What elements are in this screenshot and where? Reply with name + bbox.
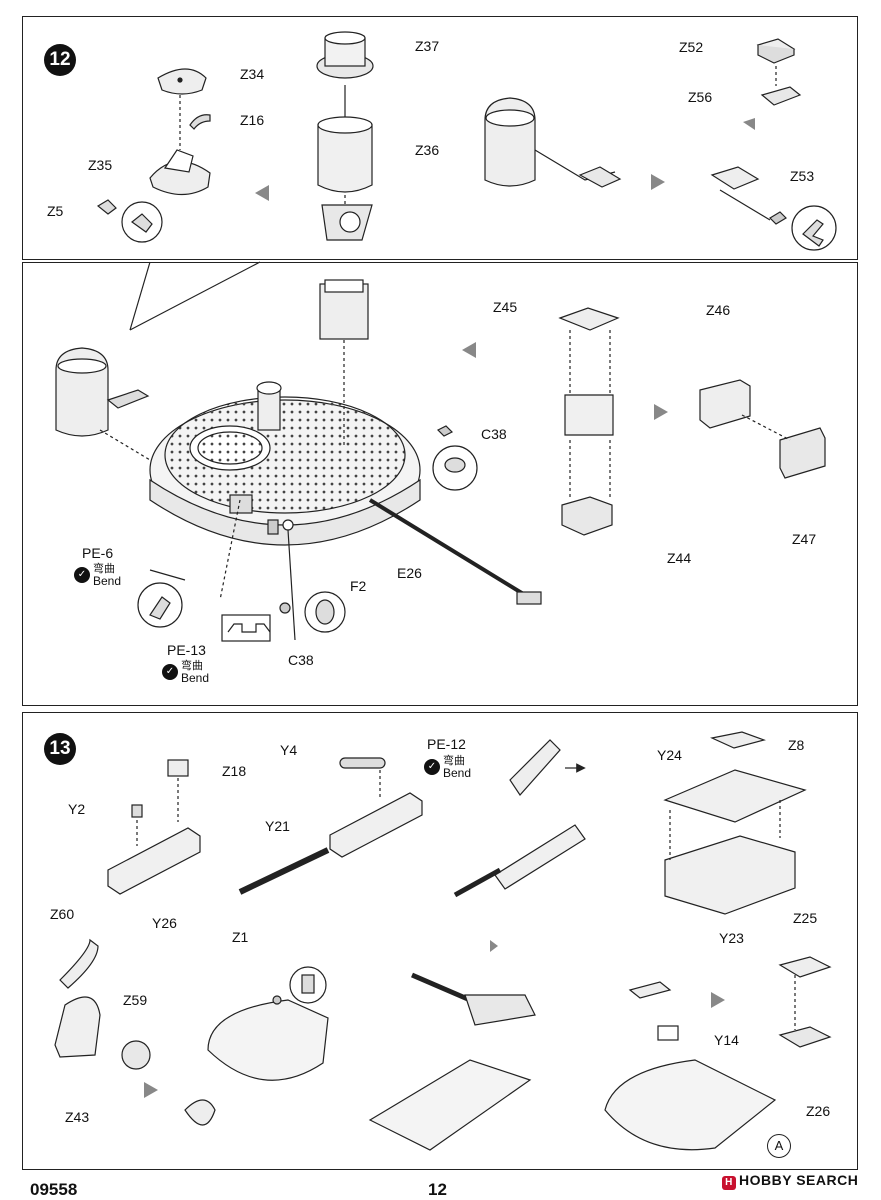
label-z44: Z44: [667, 550, 692, 566]
label-e26: E26: [397, 565, 422, 581]
label-z53: Z53: [790, 168, 815, 184]
label-z47: Z47: [792, 531, 817, 547]
label-z46: Z46: [706, 302, 731, 318]
label-c38-lower: C38: [288, 652, 314, 668]
bend-icon: ✓: [162, 664, 178, 680]
label-z25: Z25: [793, 910, 818, 926]
label-y21: Y21: [265, 818, 290, 834]
label-z45: Z45: [493, 299, 518, 315]
label-pe12: PE-12: [427, 736, 466, 752]
label-c38-upper: C38: [481, 426, 507, 442]
label-z43: Z43: [65, 1109, 90, 1125]
label-pe13: PE-13: [167, 642, 206, 658]
label-z34: Z34: [240, 66, 265, 82]
label-z52: Z52: [679, 39, 704, 55]
brand-logo-icon: H: [722, 1176, 736, 1190]
label-z1: Z1: [232, 929, 249, 945]
label-z26: Z26: [806, 1103, 831, 1119]
label-y14: Y14: [714, 1032, 739, 1048]
label-y4: Y4: [280, 742, 298, 758]
label-z5: Z5: [47, 203, 64, 219]
turret-hull: [149, 381, 542, 605]
step-number-13: 13: [44, 733, 76, 765]
label-y24: Y24: [657, 747, 682, 763]
label-z16: Z16: [240, 112, 265, 128]
label-z60: Z60: [50, 906, 75, 922]
step-number-12: 12: [44, 44, 76, 76]
label-pe6: PE-6: [82, 545, 114, 561]
label-z35: Z35: [88, 157, 113, 173]
label-z18: Z18: [222, 763, 247, 779]
bend-icon: ✓: [424, 759, 440, 775]
label-y2: Y2: [68, 801, 86, 817]
label-z37: Z37: [415, 38, 440, 54]
label-f2: F2: [350, 578, 367, 594]
label-y26: Y26: [152, 915, 177, 931]
product-code: 09558: [30, 1180, 78, 1199]
label-y23: Y23: [719, 930, 744, 946]
label-z8: Z8: [788, 737, 805, 753]
label-z56: Z56: [688, 89, 713, 105]
label-z59: Z59: [123, 992, 148, 1008]
page-number: 12: [428, 1180, 447, 1199]
bend-icon: ✓: [74, 567, 90, 583]
label-z36: Z36: [415, 142, 440, 158]
marker-a: A: [767, 1134, 791, 1158]
part-z34: [157, 68, 207, 95]
